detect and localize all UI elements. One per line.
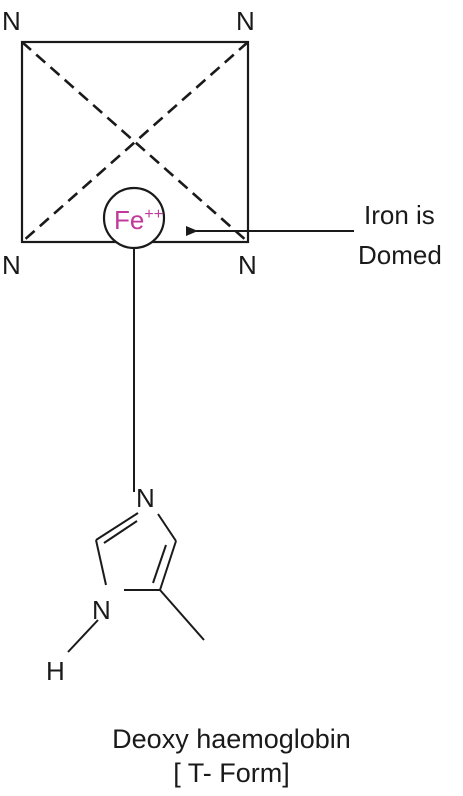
nitrogen-top-left-label: N	[2, 6, 21, 36]
ring-double-bond-n-c2	[103, 520, 138, 544]
iron-symbol: Fe	[114, 205, 144, 235]
nitrogen-top-right-label: N	[236, 6, 255, 36]
histidine-nh-n-label: N	[92, 595, 111, 625]
histidine-h-label: H	[46, 656, 65, 686]
ring-bond-n-c2	[95, 512, 139, 541]
nh-bond	[67, 619, 99, 653]
methyl-bond	[159, 589, 205, 641]
caption-subtitle: [ T- Form]	[173, 758, 290, 788]
annotation-line-2: Domed	[358, 240, 442, 270]
ring-bond-c2-nh	[95, 539, 107, 586]
nitrogen-bottom-right-label: N	[238, 250, 257, 280]
caption-title: Deoxy haemoglobin	[112, 724, 351, 754]
nitrogen-bottom-left-label: N	[2, 250, 21, 280]
iron-label: Fe++	[114, 205, 163, 235]
ring-bond-c5-c4	[159, 540, 177, 591]
ring-double-bond-c5-c4	[152, 544, 167, 584]
histidine-ring-n-label: N	[136, 483, 155, 513]
ring-bond-c4-n	[157, 513, 177, 542]
annotation-line-1: Iron is	[364, 200, 435, 230]
porphyrin-diagonal-2	[21, 41, 249, 243]
porphyrin-diagonal-1	[21, 41, 249, 243]
iron-charge: ++	[144, 206, 163, 223]
